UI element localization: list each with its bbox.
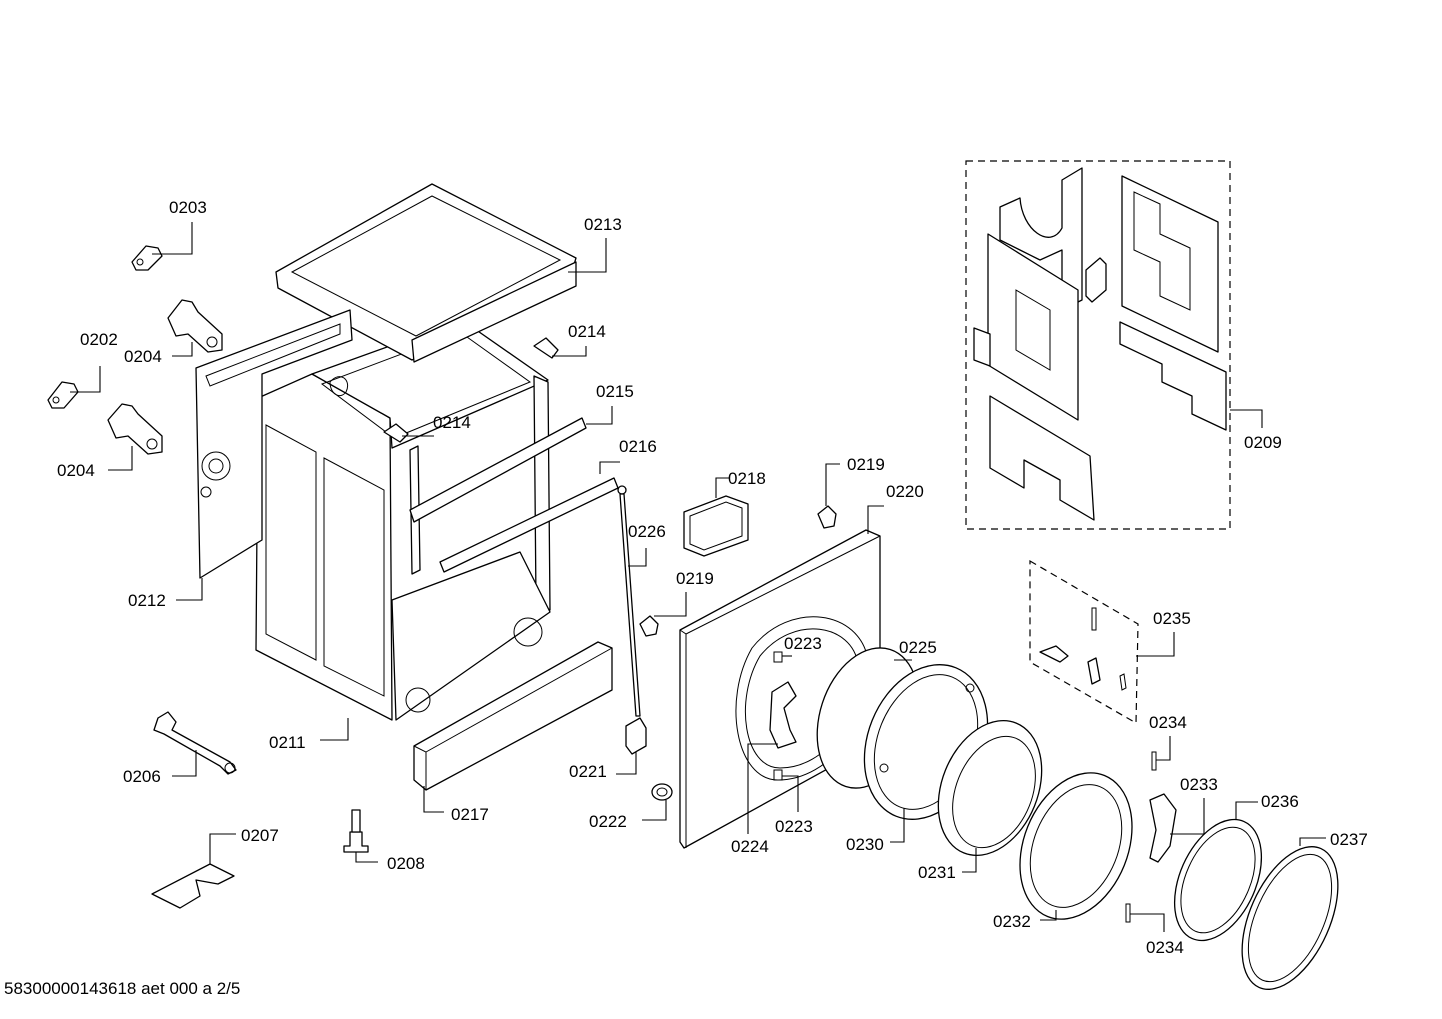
label-0225: 0225 (899, 638, 937, 657)
part-0206-spanner (153, 711, 237, 775)
label-0204-lower: 0204 (57, 461, 95, 480)
label-0214-inner: 0214 (433, 413, 471, 432)
label-0231: 0231 (918, 863, 956, 882)
part-0208-foot-screw (343, 809, 369, 853)
label-0209: 0209 (1244, 433, 1282, 452)
label-0223-lower: 0223 (775, 817, 813, 836)
label-0206: 0206 (123, 767, 161, 786)
part-0234-pin-lower (1125, 903, 1131, 923)
label-0230: 0230 (846, 835, 884, 854)
kit-0235-dashed-box (1029, 559, 1139, 725)
part-0221-door-lock (625, 717, 647, 755)
label-0224: 0224 (731, 837, 769, 856)
part-0218-electronic-module (683, 495, 749, 557)
part-0234-pin-upper (1151, 751, 1157, 771)
label-0207: 0207 (241, 826, 279, 845)
part-0204-inlet-valve-upper (167, 299, 223, 353)
label-0211: 0211 (269, 733, 306, 752)
label-0221: 0221 (569, 762, 607, 781)
part-0217-plinth (413, 641, 613, 791)
part-0232-door-outer-ring (1019, 772, 1133, 920)
label-0237: 0237 (1330, 830, 1368, 849)
part-0237-ring (1241, 846, 1339, 990)
label-0223-upper: 0223 (784, 634, 822, 653)
part-0235-hinge-kit (1039, 607, 1127, 691)
label-0233: 0233 (1180, 775, 1218, 794)
label-0213: 0213 (584, 215, 622, 234)
part-0214-bracket-right (533, 337, 559, 359)
label-0220: 0220 (886, 482, 924, 501)
part-0219-clip-upper (817, 505, 837, 529)
label-0216: 0216 (619, 437, 657, 456)
part-0219-clip-lower (639, 615, 659, 637)
document-code: 58300000143618 aet 000 a 2/5 (4, 979, 241, 998)
part-0214-bracket-inner (383, 423, 409, 443)
label-0234-upper: 0234 (1149, 713, 1187, 732)
label-0215: 0215 (596, 382, 634, 401)
label-0218: 0218 (728, 469, 766, 488)
part-0220-front-panel (679, 529, 881, 849)
part-0207-transport-lock (151, 863, 235, 909)
label-0219-upper: 0219 (847, 455, 885, 474)
part-0215-cross-member (409, 417, 587, 523)
label-0214-right: 0214 (568, 322, 606, 341)
label-0222: 0222 (589, 812, 627, 831)
label-0232: 0232 (993, 912, 1031, 931)
part-0209-insulation-panels (973, 167, 1227, 521)
kit-0209-dashed-box (965, 160, 1231, 530)
part-0231-door-glass (937, 720, 1043, 856)
label-0226: 0226 (628, 522, 666, 541)
part-0202-valve-plug (47, 381, 79, 409)
part-0211-cabinet (255, 319, 551, 721)
label-0217: 0217 (451, 805, 489, 824)
part-0236-ring (1173, 818, 1263, 942)
part-0222-knob (651, 783, 673, 801)
part-0203-valve-plug (131, 245, 163, 271)
part-0204-inlet-valve-lower (107, 403, 163, 455)
label-0203: 0203 (169, 198, 207, 217)
label-0204-upper: 0204 (124, 347, 162, 366)
label-0219-lower: 0219 (676, 569, 714, 588)
label-0234-lower: 0234 (1146, 938, 1184, 957)
part-0212-rear-panel (195, 309, 353, 579)
part-0233-hinge (1149, 793, 1177, 863)
label-0212: 0212 (128, 591, 166, 610)
label-0235: 0235 (1153, 609, 1191, 628)
label-0202: 0202 (80, 330, 118, 349)
label-0236: 0236 (1261, 792, 1299, 811)
label-0208: 0208 (387, 854, 425, 873)
part-0226-rod (617, 485, 641, 717)
